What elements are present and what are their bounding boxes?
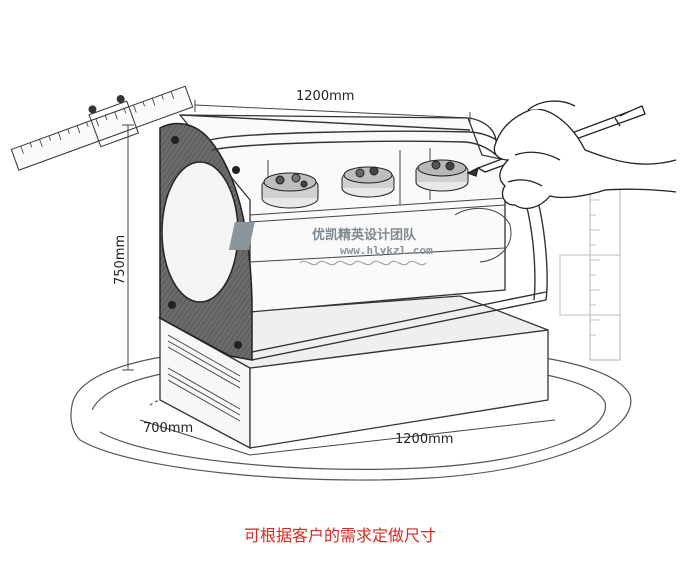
right-ruler — [559, 184, 621, 361]
left-ruler — [10, 85, 194, 171]
side-vents — [167, 334, 241, 422]
watermark-logo-icon — [228, 222, 255, 250]
shelves — [249, 148, 512, 263]
watermark: 优凯精英设计团队 www.hlykzl.com — [228, 222, 433, 266]
dim-depth: 700mm — [143, 421, 193, 436]
cake-2 — [341, 166, 395, 198]
dimension-lines — [122, 100, 556, 456]
hand-with-pencil — [466, 100, 677, 210]
watermark-brand: 优凯精英设计团队 — [312, 227, 417, 243]
cake-3 — [415, 159, 469, 192]
dim-bottom-width: 1200mm — [395, 432, 453, 447]
cake-1 — [261, 172, 319, 209]
side-panel — [159, 122, 253, 361]
dim-top-width: 1200mm — [296, 89, 354, 104]
watermark-url: www.hlykzl.com — [340, 244, 433, 257]
dim-height: 750mm — [113, 235, 128, 285]
caption-text: 可根据客户的需求定做尺寸 — [243, 526, 436, 545]
watermark-ornament — [299, 260, 427, 266]
curved-glass — [181, 114, 548, 361]
